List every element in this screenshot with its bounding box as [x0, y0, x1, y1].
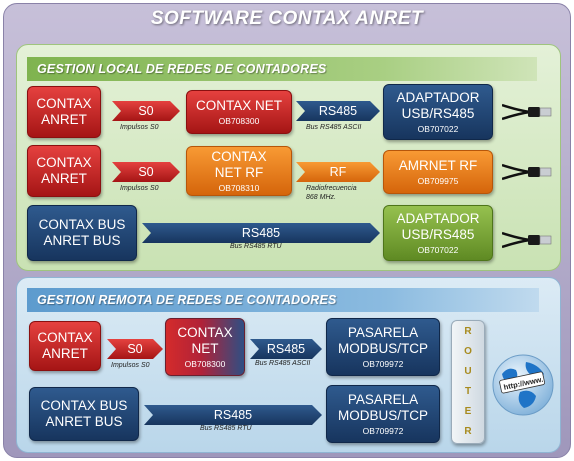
router-letter: R	[464, 326, 472, 337]
gateway-code: OB709972	[362, 425, 404, 436]
gateway-label: PASARELA	[347, 324, 419, 340]
s0-link-arrow: S0	[107, 339, 163, 359]
s0-link-arrow: S0	[112, 101, 180, 121]
router-letter: T	[464, 386, 472, 397]
device-contax-net: CONTAX NET OB708300	[165, 318, 245, 376]
device-contax-net: CONTAX NET OB708300	[186, 90, 292, 134]
rs485-bus-arrow: RS485	[142, 223, 380, 243]
meter-label: CONTAX	[36, 96, 92, 111]
router-box: R O U T E R	[451, 320, 485, 444]
link-caption: Bus RS485 ASCII	[255, 360, 311, 367]
link-caption: Impulsos S0	[111, 362, 150, 369]
gateway-label: MODBUS/TCP	[337, 340, 428, 356]
device-label: CONTAX	[177, 324, 233, 340]
gateway-modbus-tcp: PASARELA MODBUS/TCP OB709972	[326, 318, 440, 376]
router-letter: U	[464, 366, 472, 377]
link-caption: Impulsos S0	[120, 185, 159, 192]
adapter-code: OB707022	[417, 123, 459, 134]
s0-link-arrow: S0	[112, 162, 180, 182]
meter-label: ANRET BUS	[43, 233, 121, 248]
meter-label: CONTAX BUS	[40, 398, 128, 413]
adapter-label: USB/RS485	[401, 226, 475, 242]
remote-heading: GESTION REMOTA DE REDES DE CONTADORES	[27, 288, 539, 312]
meter-label: CONTAX	[36, 155, 92, 170]
meter-label: ANRET BUS	[45, 414, 123, 429]
device-contax-net-rf: CONTAX NET RF OB708310	[186, 146, 292, 196]
rs485-link-arrow: RS485	[296, 101, 380, 121]
meter-contax-anret: CONTAX ANRET	[27, 86, 101, 138]
page-title: SOFTWARE CONTAX ANRET	[150, 8, 424, 29]
device-code: OB708310	[218, 182, 260, 193]
router-letter: E	[464, 406, 472, 417]
rf-link-arrow: RF	[296, 162, 380, 182]
usb-cable-icon	[502, 231, 552, 249]
adapter-code: OB707022	[417, 244, 459, 255]
usb-cable-icon	[502, 103, 552, 121]
device-label: NET	[191, 340, 219, 356]
meter-label: ANRET	[41, 171, 87, 186]
adapter-label: ADAPTADOR	[396, 210, 480, 226]
gateway-code: OB709972	[362, 358, 404, 369]
device-label: CONTAX	[211, 148, 267, 164]
meter-contax-bus: CONTAX BUS ANRET BUS	[29, 387, 139, 441]
link-caption: Bus RS485 RTU	[200, 425, 252, 432]
device-label: CONTAX NET	[195, 97, 282, 113]
gateway-label: MODBUS/TCP	[337, 407, 428, 423]
link-caption: 868 MHz.	[306, 194, 336, 201]
meter-contax-bus: CONTAX BUS ANRET BUS	[27, 205, 137, 261]
meter-label: ANRET	[41, 112, 87, 127]
meter-contax-anret: CONTAX ANRET	[27, 145, 101, 197]
rs485-bus-arrow: RS485	[144, 405, 322, 425]
link-caption: Bus RS485 ASCII	[306, 124, 362, 131]
gateway-modbus-tcp: PASARELA MODBUS/TCP OB709972	[326, 385, 440, 443]
meter-label: CONTAX BUS	[38, 217, 126, 232]
meter-label: CONTAX	[37, 330, 93, 345]
adapter-usb-rs485: ADAPTADOR USB/RS485 OB707022	[383, 205, 493, 261]
meter-contax-anret: CONTAX ANRET	[29, 321, 101, 371]
adapter-label: AMRNET RF	[398, 157, 478, 173]
device-label: NET RF	[214, 164, 264, 180]
gateway-label: PASARELA	[347, 391, 419, 407]
local-heading: GESTION LOCAL DE REDES DE CONTADORES	[27, 57, 537, 81]
device-code: OB708300	[218, 115, 260, 126]
adapter-amrnet-rf: AMRNET RF OB709975	[383, 150, 493, 194]
router-letter: O	[464, 346, 472, 357]
adapter-label: ADAPTADOR	[396, 89, 480, 105]
meter-label: ANRET	[42, 346, 88, 361]
adapter-usb-rs485: ADAPTADOR USB/RS485 OB707022	[383, 84, 493, 140]
adapter-code: OB709975	[417, 175, 459, 186]
usb-cable-icon	[502, 163, 552, 181]
link-caption: Bus RS485 RTU	[230, 243, 282, 250]
adapter-label: USB/RS485	[401, 105, 475, 121]
rs485-link-arrow: RS485	[250, 339, 322, 359]
globe-icon: http://www.	[492, 354, 554, 416]
link-caption: Impulsos S0	[120, 124, 159, 131]
router-letter: R	[464, 426, 472, 437]
device-code: OB708300	[184, 358, 226, 369]
link-caption: Radiofrecuencia	[306, 185, 357, 192]
